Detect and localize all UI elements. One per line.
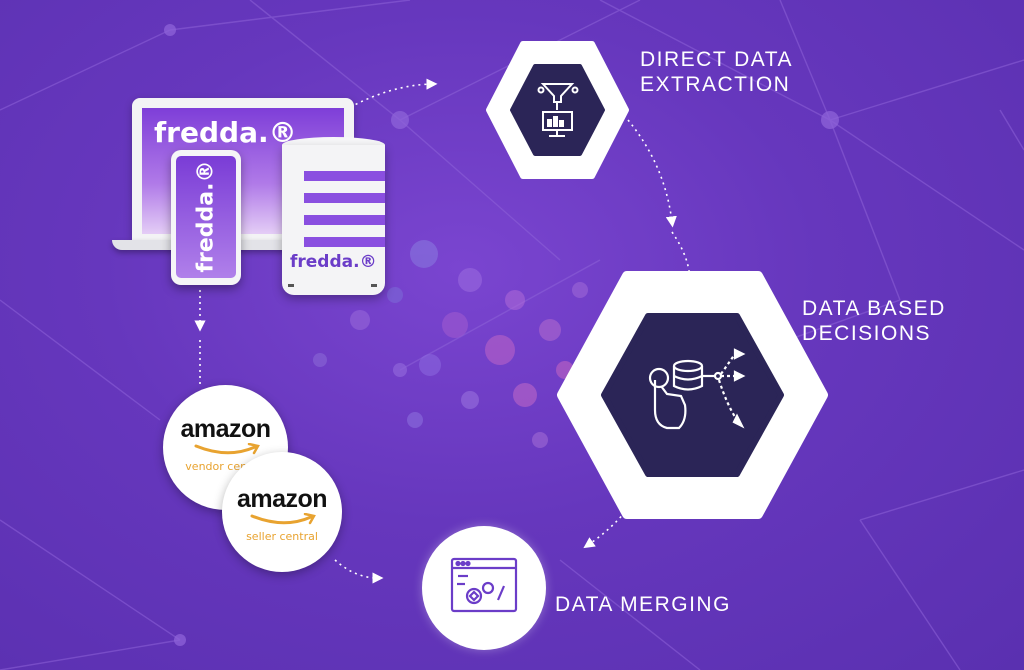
server-port-right [371, 284, 377, 287]
amazon-seller-sub: seller central [246, 530, 318, 543]
dot-cluster [313, 240, 588, 448]
merging-icon [450, 557, 518, 613]
decisions-label: DATA BASED DECISIONS [802, 296, 946, 346]
amazon-vendor-logo: amazon [180, 415, 271, 443]
connector-to-merging [583, 511, 626, 549]
connector-to-extraction [344, 78, 438, 111]
extraction-label-line1: DIRECT DATA [640, 48, 794, 71]
extraction-label-line2: EXTRACTION [640, 73, 791, 96]
server-bar-3 [304, 215, 385, 225]
decisions-label-line1: DATA BASED [802, 297, 946, 320]
amazon-smile-icon-2 [250, 513, 316, 525]
merging-circle [422, 526, 546, 650]
connector-to-decisions-top [627, 119, 677, 228]
phone-screen: fredda.® [176, 156, 236, 278]
decisions-hexagon [557, 271, 828, 519]
phone: fredda.® [171, 150, 241, 285]
extraction-hexagon [486, 41, 629, 179]
server-bar-1 [304, 171, 385, 181]
phone-logo: fredda.® [193, 160, 219, 273]
server-bar-4 [304, 237, 385, 247]
decisions-icon [648, 348, 746, 430]
amazon-seller-badge: amazon seller central [222, 452, 342, 572]
server: fredda.® [282, 137, 385, 297]
extraction-label: DIRECT DATA EXTRACTION [640, 47, 793, 97]
decisions-label-line2: DECISIONS [802, 322, 932, 345]
amazon-smile-icon [194, 443, 260, 455]
server-port-left [288, 284, 294, 287]
server-bar-2 [304, 193, 385, 203]
amazon-seller-logo: amazon [236, 485, 328, 513]
laptop-base [112, 240, 374, 250]
extraction-icon [537, 83, 579, 137]
server-logo: fredda.® [290, 252, 377, 272]
merging-label: DATA MERGING [555, 593, 731, 616]
laptop-logo: fredda.® [154, 116, 297, 149]
connector-to-merging-left [334, 559, 384, 584]
